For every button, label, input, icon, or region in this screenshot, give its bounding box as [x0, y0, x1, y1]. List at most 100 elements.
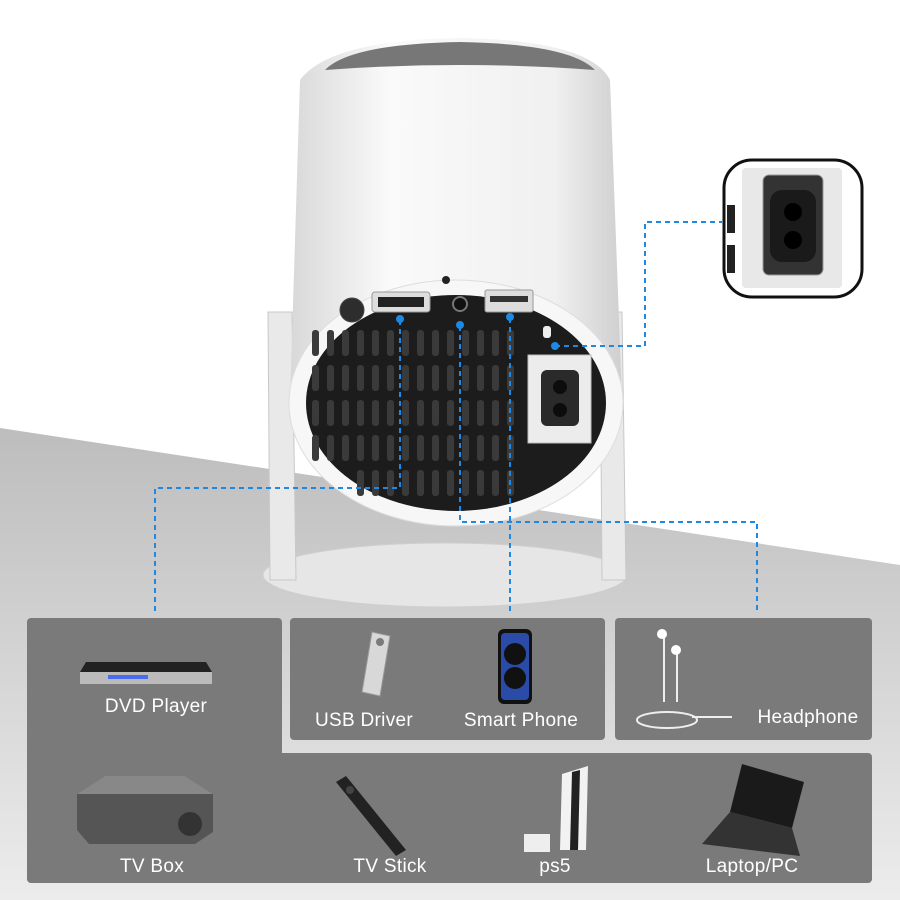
smart-phone-icon [498, 629, 532, 704]
vent-slot [312, 330, 319, 356]
vent-slot [402, 330, 409, 356]
dvd-player-icon [80, 662, 212, 684]
vent-slot [447, 435, 454, 461]
connector-lines [154, 221, 758, 612]
vent-slot [357, 400, 364, 426]
vent-slot [432, 365, 439, 391]
vent-slot [342, 400, 349, 426]
vent-slot [447, 470, 454, 496]
vent-slot [432, 435, 439, 461]
ps5-icon [524, 766, 588, 852]
usb-port-slot [490, 296, 528, 302]
vent-slot [432, 470, 439, 496]
vent-slots [312, 330, 514, 496]
vent-slot [312, 365, 319, 391]
vent-slot [477, 365, 484, 391]
power-button [339, 297, 365, 323]
vent-slot [462, 365, 469, 391]
vent-slot [492, 365, 499, 391]
vent-slot [357, 330, 364, 356]
indicator-hole [442, 276, 450, 284]
vent-slot [327, 400, 334, 426]
vent-slot [462, 470, 469, 496]
vent-slot [357, 435, 364, 461]
vent-slot [387, 365, 394, 391]
vent-slot [447, 330, 454, 356]
vent-slot [447, 400, 454, 426]
usb-drive-icon [361, 631, 391, 697]
tv-stick-remote-icon [336, 776, 406, 856]
vent-slot [327, 330, 334, 356]
label-tv-stick: TV Stick [353, 856, 427, 877]
vent-slot [327, 435, 334, 461]
vent-slot [492, 400, 499, 426]
vent-slot [507, 330, 514, 356]
laptop-icon [702, 764, 804, 856]
vent-slot [462, 435, 469, 461]
power-socket [527, 354, 592, 444]
projector-vent-top [325, 42, 595, 70]
power-socket-pin [553, 380, 567, 394]
power-socket-pin [553, 403, 567, 417]
vent-slot [372, 470, 379, 496]
vent-slot [342, 365, 349, 391]
rear-face-panel [306, 295, 606, 511]
vent-slot [372, 330, 379, 356]
vent-slot [372, 400, 379, 426]
vent-slot [447, 365, 454, 391]
vent-slot [492, 470, 499, 496]
power-socket-closeup [722, 158, 864, 299]
vent-slot [417, 400, 424, 426]
lock-slot [543, 326, 551, 338]
label-ps5: ps5 [539, 856, 571, 877]
label-usb-driver: USB Driver [314, 710, 414, 731]
vent-slot [432, 400, 439, 426]
panel-dvd [27, 618, 282, 768]
vent-slot [402, 470, 409, 496]
vent-slot [402, 435, 409, 461]
vent-slot [507, 365, 514, 391]
label-tv-box: TV Box [119, 856, 185, 877]
hdmi-port-slot [378, 297, 424, 307]
power-socket-inner [541, 370, 579, 426]
label-dvd-player: DVD Player [104, 696, 208, 717]
vent-slot [312, 400, 319, 426]
label-headphone: Headphone [757, 707, 859, 728]
vent-slot [417, 470, 424, 496]
vent-slot [357, 470, 364, 496]
vent-slot [417, 365, 424, 391]
vent-slot [357, 365, 364, 391]
vent-slot [477, 400, 484, 426]
vent-slot [402, 400, 409, 426]
vent-slot [342, 330, 349, 356]
panel-usb-phone [290, 618, 605, 740]
vent-slot [477, 435, 484, 461]
panel-headphone [615, 618, 872, 740]
vent-slot [387, 435, 394, 461]
vent-slot [342, 435, 349, 461]
vent-slot [372, 435, 379, 461]
vent-slot [477, 470, 484, 496]
vent-slot [432, 330, 439, 356]
vent-slot [387, 470, 394, 496]
stand-arm-left [267, 311, 297, 581]
connector-dots [396, 313, 559, 350]
vent-slot [387, 330, 394, 356]
vent-slot [492, 435, 499, 461]
vent-slot [462, 330, 469, 356]
vent-slot [327, 365, 334, 391]
audio-jack [452, 296, 468, 312]
vent-slot [372, 365, 379, 391]
vent-slot [492, 330, 499, 356]
vent-slot [417, 330, 424, 356]
vent-slot [312, 435, 319, 461]
headphone-icon [636, 629, 732, 729]
vent-slot [462, 400, 469, 426]
vent-slot [477, 330, 484, 356]
tv-box-icon [77, 776, 213, 844]
vent-slot [417, 435, 424, 461]
label-smart-phone: Smart Phone [463, 710, 579, 731]
vent-slot [402, 365, 409, 391]
label-laptop-pc: Laptop/PC [705, 856, 799, 877]
vent-slot [387, 400, 394, 426]
